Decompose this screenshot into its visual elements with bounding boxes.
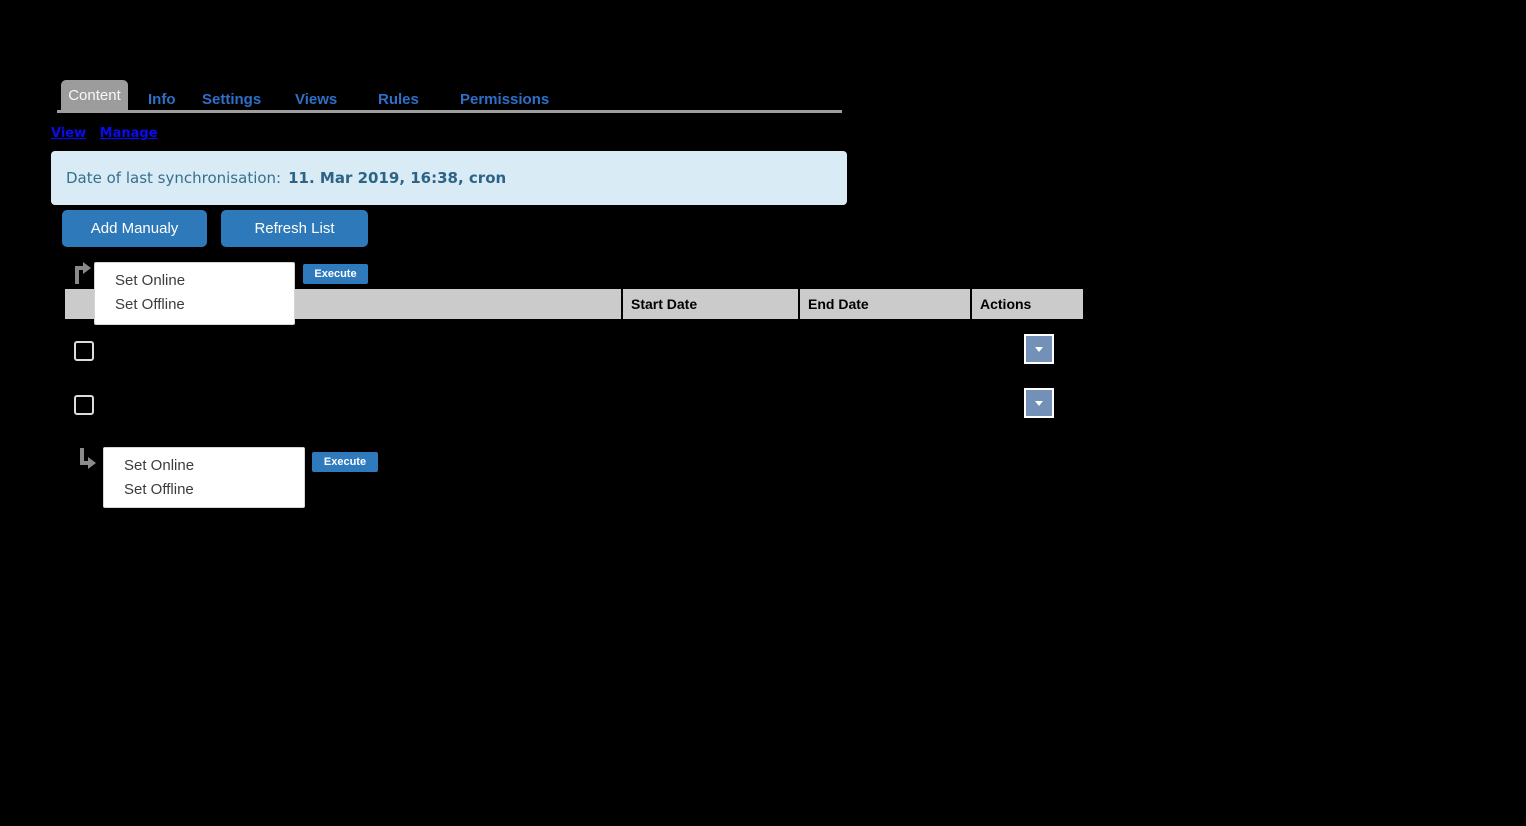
row-checkbox[interactable] xyxy=(74,341,94,361)
execute-button-top[interactable]: Execute xyxy=(303,264,368,284)
caret-down-icon xyxy=(1035,346,1043,352)
arrow-turn-down-right-icon xyxy=(80,448,96,469)
execute-button-bottom[interactable]: Execute xyxy=(312,452,378,472)
tab-rules[interactable]: Rules xyxy=(378,91,419,108)
sync-info-box: Date of last synchronisation: 11. Mar 20… xyxy=(51,151,847,205)
arrow-turn-up-right-icon xyxy=(75,262,91,284)
menu-item-set-offline[interactable]: Set Offline xyxy=(124,481,194,498)
caret-down-icon xyxy=(1035,400,1043,406)
refresh-list-button[interactable]: Refresh List xyxy=(221,210,368,247)
row-actions-dropdown-button[interactable] xyxy=(1024,388,1054,418)
tab-permissions[interactable]: Permissions xyxy=(460,91,550,108)
add-manualy-button[interactable]: Add Manualy xyxy=(62,210,207,247)
tab-views[interactable]: Views xyxy=(295,91,338,108)
tab-info[interactable]: Info xyxy=(148,91,176,108)
tab-settings[interactable]: Settings xyxy=(202,91,262,108)
manage-link[interactable]: Manage xyxy=(99,126,158,141)
column-header-start-date: Start Date xyxy=(621,289,798,319)
row-checkbox[interactable] xyxy=(74,395,94,415)
sync-label: Date of last synchronisation: xyxy=(66,169,282,187)
menu-item-set-online[interactable]: Set Online xyxy=(115,272,186,289)
menu-item-set-offline[interactable]: Set Offline xyxy=(115,296,185,313)
module-links: View Manage xyxy=(51,126,167,141)
menu-item-set-online[interactable]: Set Online xyxy=(124,457,195,474)
bulk-action-menu-bottom: Set Online Set Offline xyxy=(103,447,305,508)
tab-underline xyxy=(57,110,842,113)
bulk-action-menu-top: Set Online Set Offline xyxy=(94,262,295,325)
view-link[interactable]: View xyxy=(51,126,87,141)
tab-content[interactable]: Content xyxy=(61,80,128,110)
sync-value: 11. Mar 2019, 16:38, cron xyxy=(288,169,507,187)
column-header-actions: Actions xyxy=(970,289,1083,319)
row-actions-dropdown-button[interactable] xyxy=(1024,334,1054,364)
column-header-end-date: End Date xyxy=(798,289,970,319)
